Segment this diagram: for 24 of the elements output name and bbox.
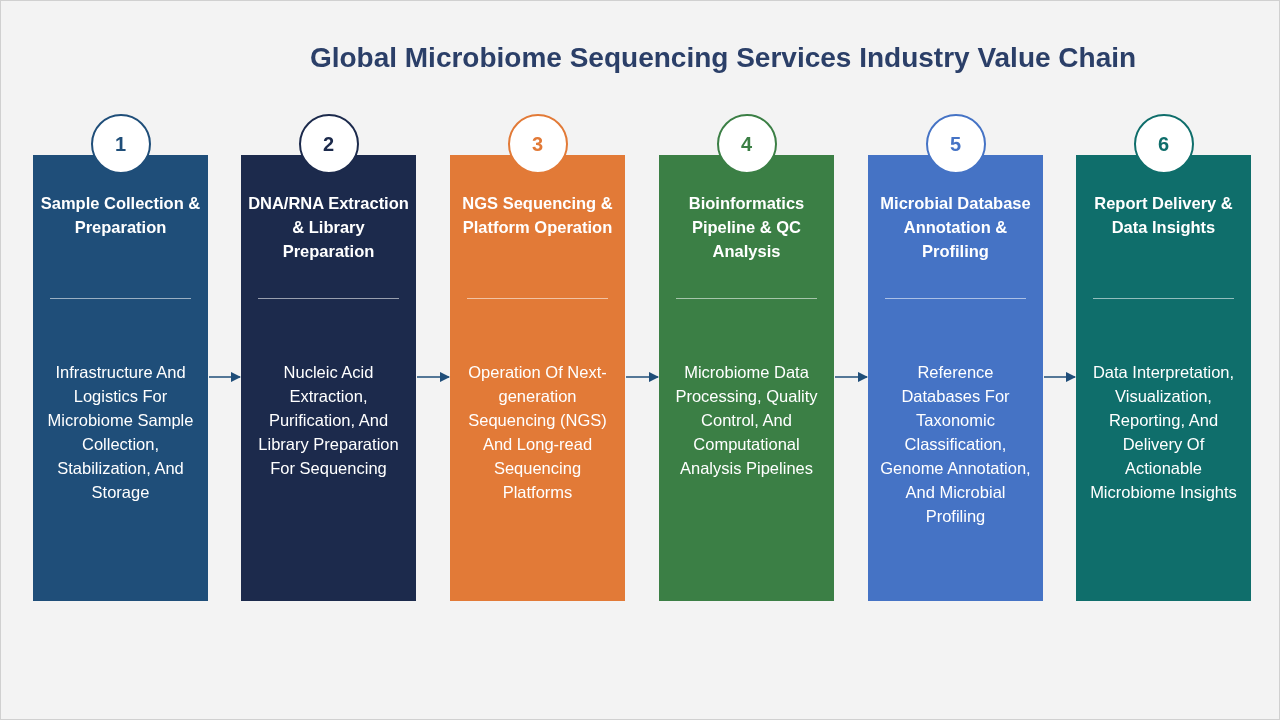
stage-heading: Sample Collection & Preparation: [39, 193, 202, 238]
arrow: [416, 371, 451, 383]
stage-heading: Report Delivery & Data Insights: [1093, 193, 1234, 238]
step-number: 5: [925, 114, 986, 174]
stage-heading: DNA/RNA Extraction & Library Preparation: [247, 193, 410, 262]
stage-description: Data Interpretation, Visualization, Reporting, And Delivery Of Actionable Microbiome Insights: [1089, 362, 1238, 503]
arrow: [208, 371, 242, 383]
step-number: 1: [90, 114, 151, 174]
step-number: 2: [298, 114, 359, 174]
arrow: [1043, 371, 1077, 383]
stage-heading: Microbial Database Annotation & Profiling: [879, 193, 1032, 262]
arrow: [834, 371, 869, 383]
stage-description: Infrastructure And Logistics For Microbiome Sample Collection, Stabilization, And Storage: [46, 362, 195, 503]
stage-description: Reference Databases For Taxonomic Classification, Genome Annotation, And Microbial Profiling: [879, 362, 1032, 527]
stage-description: Operation Of Next-generation Sequencing (NGS) And Long-read Sequencing Platforms: [467, 362, 608, 503]
step-number: 3: [507, 114, 568, 174]
stage-description: Nucleic Acid Extraction, Purification, And Library Preparation For Sequencing: [257, 362, 400, 479]
title: Global Microbiome Sequencing Services Industry Value Chain: [308, 42, 1138, 74]
arrow: [625, 371, 660, 383]
stage-heading: Bioinformatics Pipeline & QC Analysis: [687, 193, 806, 262]
stage-heading: NGS Sequencing & Platform Operation: [461, 193, 614, 238]
step-number: 6: [1133, 114, 1194, 174]
step-number: 4: [716, 114, 777, 174]
stage-description: Microbiome Data Processing, Quality Control, And Computational Analysis Pipelines: [674, 362, 819, 479]
